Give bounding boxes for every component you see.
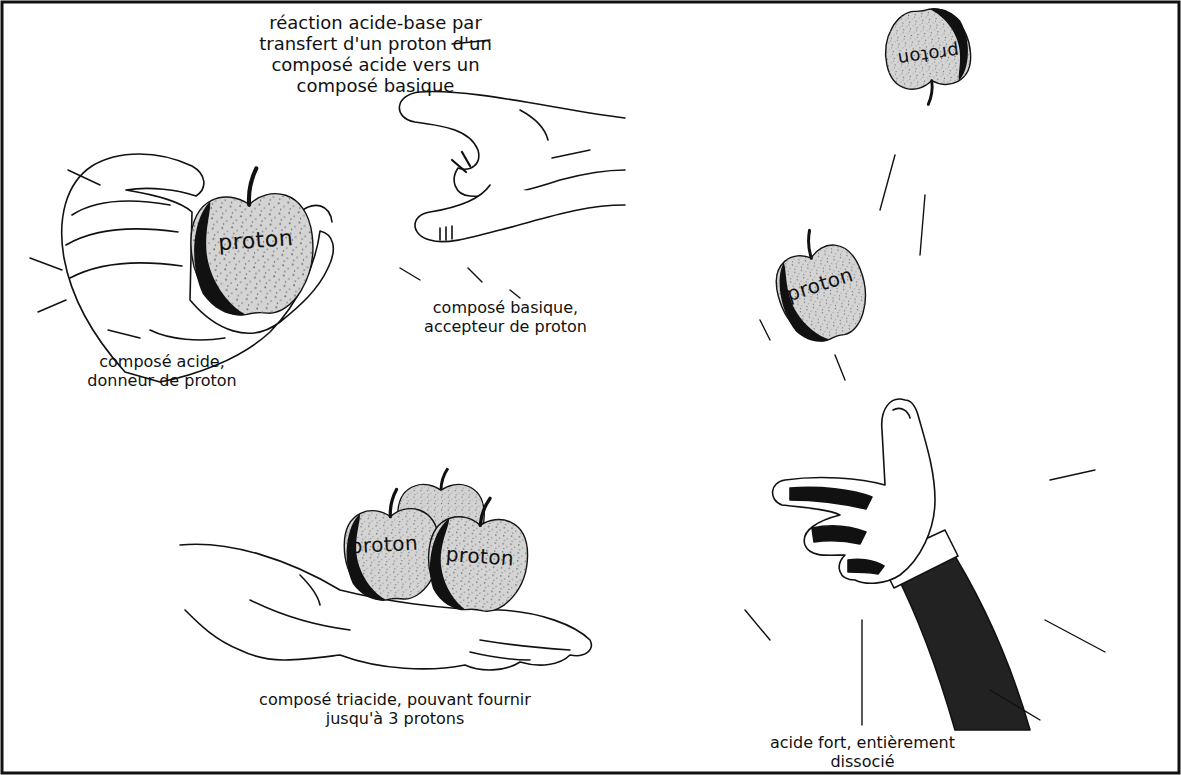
proton-label: proton [217,225,294,255]
proton-apple: proton [874,0,982,108]
motion-lines [30,40,1105,725]
caption-text: acide fort, entièrement dissocié [760,733,965,771]
caption-text: composé acide, donneur de proton [72,352,252,390]
proton-label: proton [349,531,419,559]
title: réaction acide-base par transfert d'un p… [248,12,503,96]
proton-apple: proton [757,220,885,357]
hand-strong [773,399,1030,730]
proton-apple: proton [178,167,326,324]
hand-base [399,92,625,242]
proton-apple: proton [418,496,538,619]
caption-text: composé basique, accepteur de proton [408,298,603,336]
proton-label: proton [445,541,515,570]
caption-text: composé triacide, pouvant fournir jusqu'… [235,690,555,728]
hand-acid [62,154,334,382]
